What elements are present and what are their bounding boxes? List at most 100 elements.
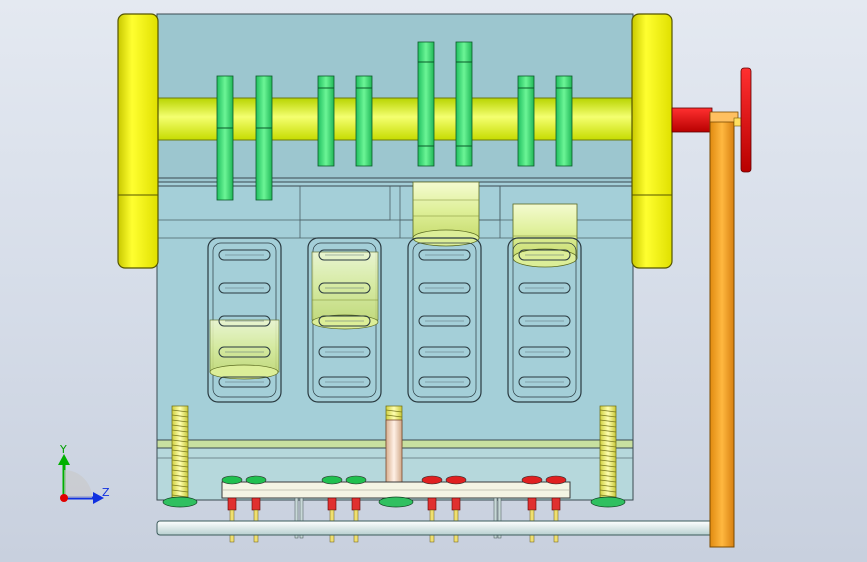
- spring-coil: [599, 489, 617, 493]
- terminal-nut: [327, 497, 337, 511]
- left-end-block: [117, 13, 159, 269]
- spring-coil: [599, 444, 617, 448]
- terminal-cap: [345, 475, 367, 485]
- spring-coil: [599, 479, 617, 483]
- right-end-block: [631, 13, 673, 269]
- terminal-nut: [227, 497, 237, 511]
- standoff: [294, 497, 299, 539]
- spring-coil: [171, 484, 189, 488]
- contact-slot: [518, 346, 571, 358]
- spring-coil: [599, 424, 617, 428]
- spring-coil: [171, 439, 189, 443]
- spring-coil: [599, 419, 617, 423]
- cam-pair-1: [216, 75, 273, 201]
- contact-slot: [518, 376, 571, 388]
- spring-coil: [171, 464, 189, 468]
- contact-slot: [218, 282, 271, 294]
- spring-coil: [599, 409, 617, 413]
- contact-slot: [418, 249, 471, 261]
- cam-pair-4: [517, 75, 573, 167]
- spring-coil: [599, 434, 617, 438]
- contact-slots: [218, 249, 571, 388]
- terminal-nut: [251, 497, 261, 511]
- contact-cages: [207, 237, 582, 403]
- origin-dot: [60, 494, 68, 502]
- terminal-cap: [545, 475, 567, 485]
- spring-coil: [599, 494, 617, 498]
- operating-lever: [671, 107, 743, 548]
- contact-slot: [218, 249, 271, 261]
- spring-coil: [171, 414, 189, 418]
- spring-coil: [599, 474, 617, 478]
- roller-4-upper: [512, 203, 578, 268]
- spring-coil: [385, 414, 403, 418]
- spring-coil: [171, 469, 189, 473]
- contact-slot: [218, 315, 271, 327]
- contact-slot: [518, 315, 571, 327]
- spring-coil: [171, 409, 189, 413]
- red-knob: [740, 67, 752, 173]
- z-axis-label: Z: [102, 486, 110, 499]
- standoff: [497, 497, 502, 539]
- terminal-nut: [351, 497, 361, 511]
- terminal-cap: [445, 475, 467, 485]
- spring-coil: [599, 459, 617, 463]
- spring-coil: [599, 414, 617, 418]
- spring-coil: [171, 424, 189, 428]
- terminal-cap: [321, 475, 343, 485]
- spring-coil: [599, 429, 617, 433]
- contact-slot: [418, 315, 471, 327]
- camshaft: [156, 97, 634, 141]
- cage-2: [307, 237, 382, 403]
- contact-slot: [418, 346, 471, 358]
- cam-discs: [216, 41, 573, 201]
- roller-3-upper: [412, 181, 480, 247]
- contact-slot: [418, 282, 471, 294]
- cam-pair-2: [317, 75, 373, 167]
- spring-coil: [599, 469, 617, 473]
- contact-slot: [218, 376, 271, 388]
- y-axis-label: Y: [59, 443, 67, 456]
- contact-slot: [518, 282, 571, 294]
- spring-coil: [171, 454, 189, 458]
- spring-coil: [599, 449, 617, 453]
- cage-1: [207, 237, 282, 403]
- cage-4: [507, 237, 582, 403]
- terminal-cap: [521, 475, 543, 485]
- spring-coil: [171, 449, 189, 453]
- spring-coil: [171, 444, 189, 448]
- terminal-cap: [245, 475, 267, 485]
- spring-coil: [171, 429, 189, 433]
- terminal-nut: [451, 497, 461, 511]
- spring-coil: [599, 454, 617, 458]
- mount-foot: [378, 496, 414, 508]
- upper-rollers: [412, 181, 578, 268]
- spring-coil: [599, 464, 617, 468]
- spring-coil: [171, 489, 189, 493]
- spring-coil: [171, 419, 189, 423]
- mount-foot: [590, 496, 626, 508]
- spring-coil: [171, 474, 189, 478]
- cam-pair-3: [417, 41, 473, 167]
- spring-coil: [171, 434, 189, 438]
- contact-slot: [218, 346, 271, 358]
- terminal-nut: [427, 497, 437, 511]
- terminal-nut: [551, 497, 561, 511]
- contact-slot: [418, 376, 471, 388]
- contact-slot: [318, 282, 371, 294]
- terminal-cap: [221, 475, 243, 485]
- spring-coil: [171, 479, 189, 483]
- spring-coil: [385, 409, 403, 413]
- contact-slot: [318, 249, 371, 261]
- coordinate-triad: Y Z: [58, 443, 110, 504]
- terminal-cap: [421, 475, 443, 485]
- standoff: [493, 497, 498, 539]
- spring-coil: [171, 459, 189, 463]
- cage-3: [407, 237, 482, 403]
- base-rod: [156, 520, 714, 536]
- contact-slot: [518, 249, 571, 261]
- spring-coil: [599, 484, 617, 488]
- terminal-nut: [527, 497, 537, 511]
